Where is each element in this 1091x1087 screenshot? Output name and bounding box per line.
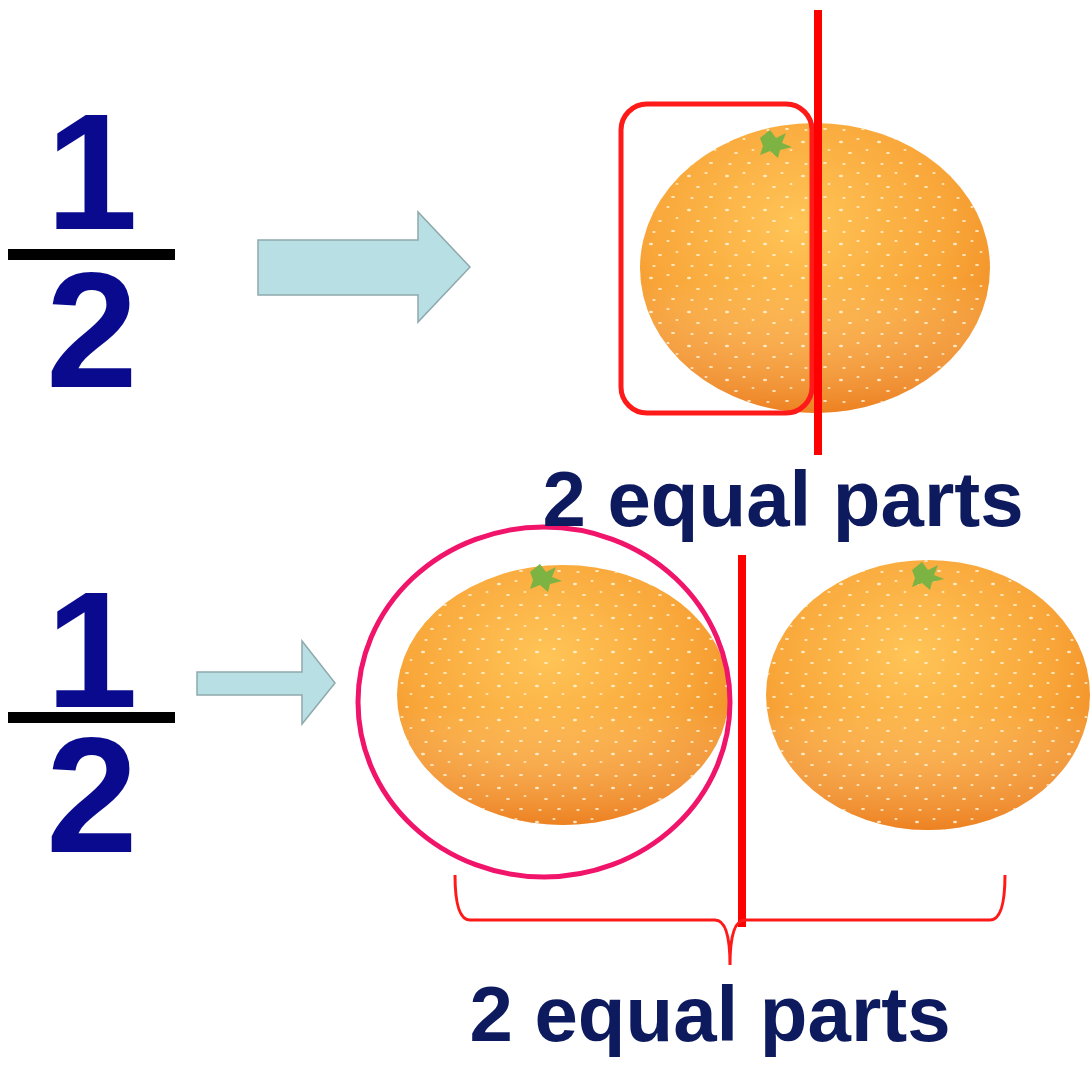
selection-circle	[358, 527, 730, 877]
cut-line	[738, 555, 746, 927]
block-arrow	[258, 212, 470, 322]
caption-label: 2 equal parts	[469, 975, 950, 1053]
caption-label: 2 equal parts	[542, 460, 1023, 538]
fraction-denominator: 2	[46, 248, 138, 413]
fraction-numerator: 1	[46, 568, 138, 733]
block-arrow	[197, 641, 335, 724]
selection-box	[621, 104, 812, 413]
fraction-denominator: 2	[46, 713, 138, 878]
cut-line	[814, 10, 822, 455]
orange	[397, 564, 729, 825]
orange	[766, 560, 1090, 830]
fraction-numerator: 1	[46, 90, 138, 255]
group-bracket	[455, 875, 1005, 965]
